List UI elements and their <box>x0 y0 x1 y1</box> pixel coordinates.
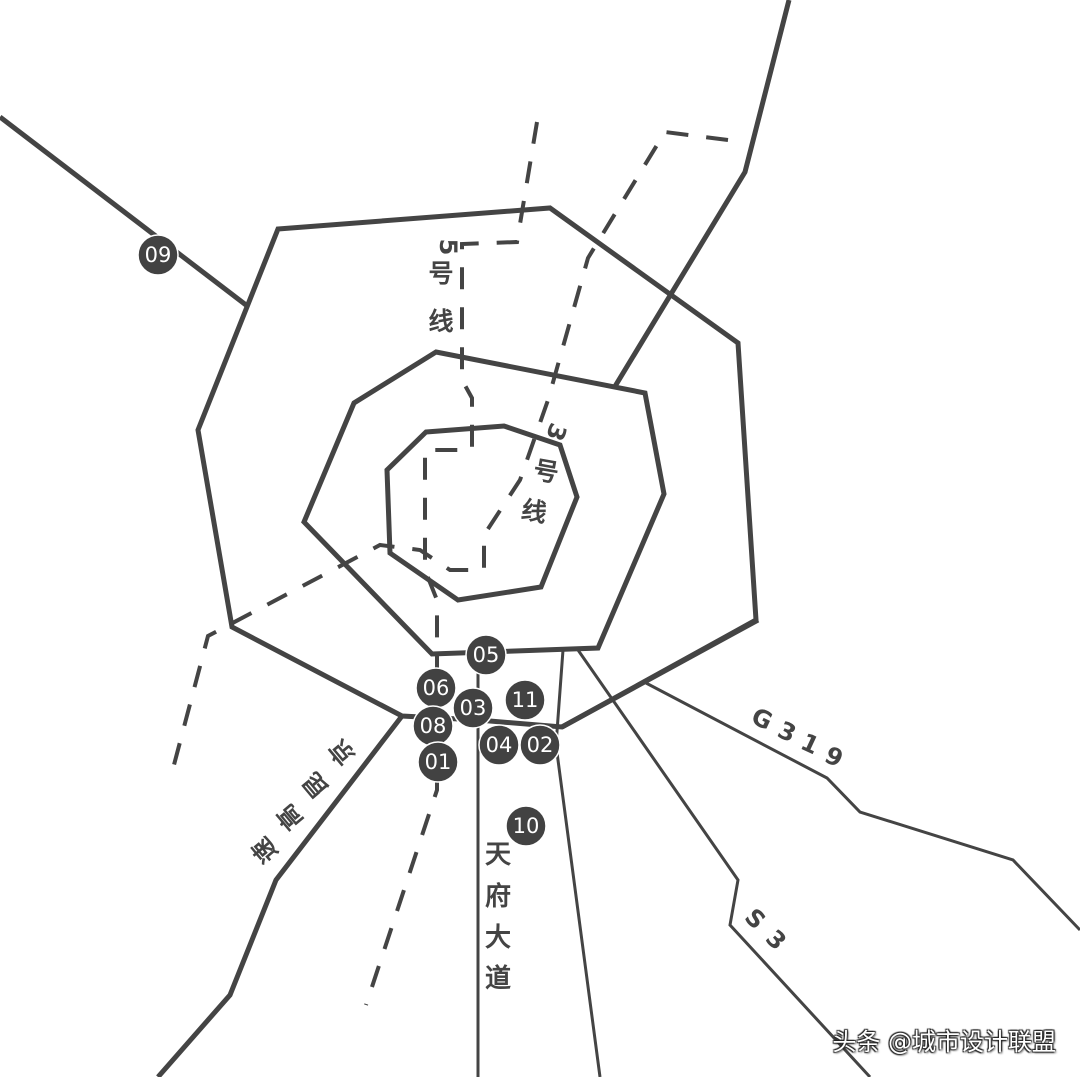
svg-text:01: 01 <box>425 750 452 774</box>
s3-road <box>576 649 872 1077</box>
marker-11[interactable]: 11 <box>504 679 546 721</box>
inner-ring-road <box>384 423 580 603</box>
tianfu-avenue-east <box>554 649 602 1077</box>
marker-06[interactable]: 06 <box>415 667 457 709</box>
svg-text:天: 天 <box>485 840 511 870</box>
marker-01[interactable]: 01 <box>417 741 459 783</box>
svg-text:5: 5 <box>434 239 462 256</box>
southeast-highway <box>560 617 760 730</box>
svg-text:线: 线 <box>519 495 549 528</box>
svg-text:09: 09 <box>145 243 172 267</box>
marker-03[interactable]: 03 <box>452 687 494 729</box>
svg-text:线: 线 <box>428 307 453 336</box>
svg-text:9: 9 <box>821 741 848 773</box>
svg-text:号: 号 <box>428 259 453 288</box>
g319-road <box>645 681 1080 932</box>
outer-ring-road <box>195 205 759 730</box>
svg-text:05: 05 <box>473 643 500 667</box>
label-tianfu-avenue: 天 府 大 道 <box>485 840 511 994</box>
svg-text:昆: 昆 <box>298 767 335 803</box>
svg-text:3: 3 <box>760 924 792 956</box>
svg-text:高: 高 <box>272 799 309 835</box>
svg-text:京: 京 <box>324 734 361 770</box>
svg-text:号: 号 <box>531 455 561 488</box>
metro-line-3 <box>168 129 729 781</box>
watermark: 头条 @城市设计联盟 <box>832 1028 1056 1056</box>
svg-text:06: 06 <box>423 676 450 700</box>
marker-04[interactable]: 04 <box>478 724 520 766</box>
svg-text:速: 速 <box>247 832 284 868</box>
svg-text:S: S <box>739 903 771 935</box>
northeast-highway <box>611 0 792 390</box>
svg-text:道: 道 <box>485 963 511 994</box>
marker-09[interactable]: 09 <box>137 234 179 276</box>
svg-text:11: 11 <box>512 688 539 712</box>
label-metro-line-5: 5 号 线 <box>428 239 462 336</box>
svg-text:03: 03 <box>460 696 487 720</box>
marker-05[interactable]: 05 <box>465 634 507 676</box>
marker-10[interactable]: 10 <box>505 805 547 847</box>
metro-line-5 <box>364 121 539 1006</box>
marker-02[interactable]: 02 <box>519 724 561 766</box>
marker-08[interactable]: 08 <box>412 705 454 747</box>
jingkun-expressway <box>156 714 404 1077</box>
svg-text:04: 04 <box>486 733 513 757</box>
northwest-highway <box>0 115 248 307</box>
svg-text:1: 1 <box>797 728 824 760</box>
svg-text:08: 08 <box>420 714 447 738</box>
middle-ring-road <box>301 349 667 657</box>
svg-text:府: 府 <box>485 881 511 912</box>
svg-text:10: 10 <box>513 814 540 838</box>
svg-text:3: 3 <box>774 716 801 748</box>
svg-text:G: G <box>747 702 777 736</box>
label-s3: S 3 <box>739 903 792 956</box>
svg-text:02: 02 <box>527 733 554 757</box>
svg-text:大: 大 <box>485 923 511 953</box>
